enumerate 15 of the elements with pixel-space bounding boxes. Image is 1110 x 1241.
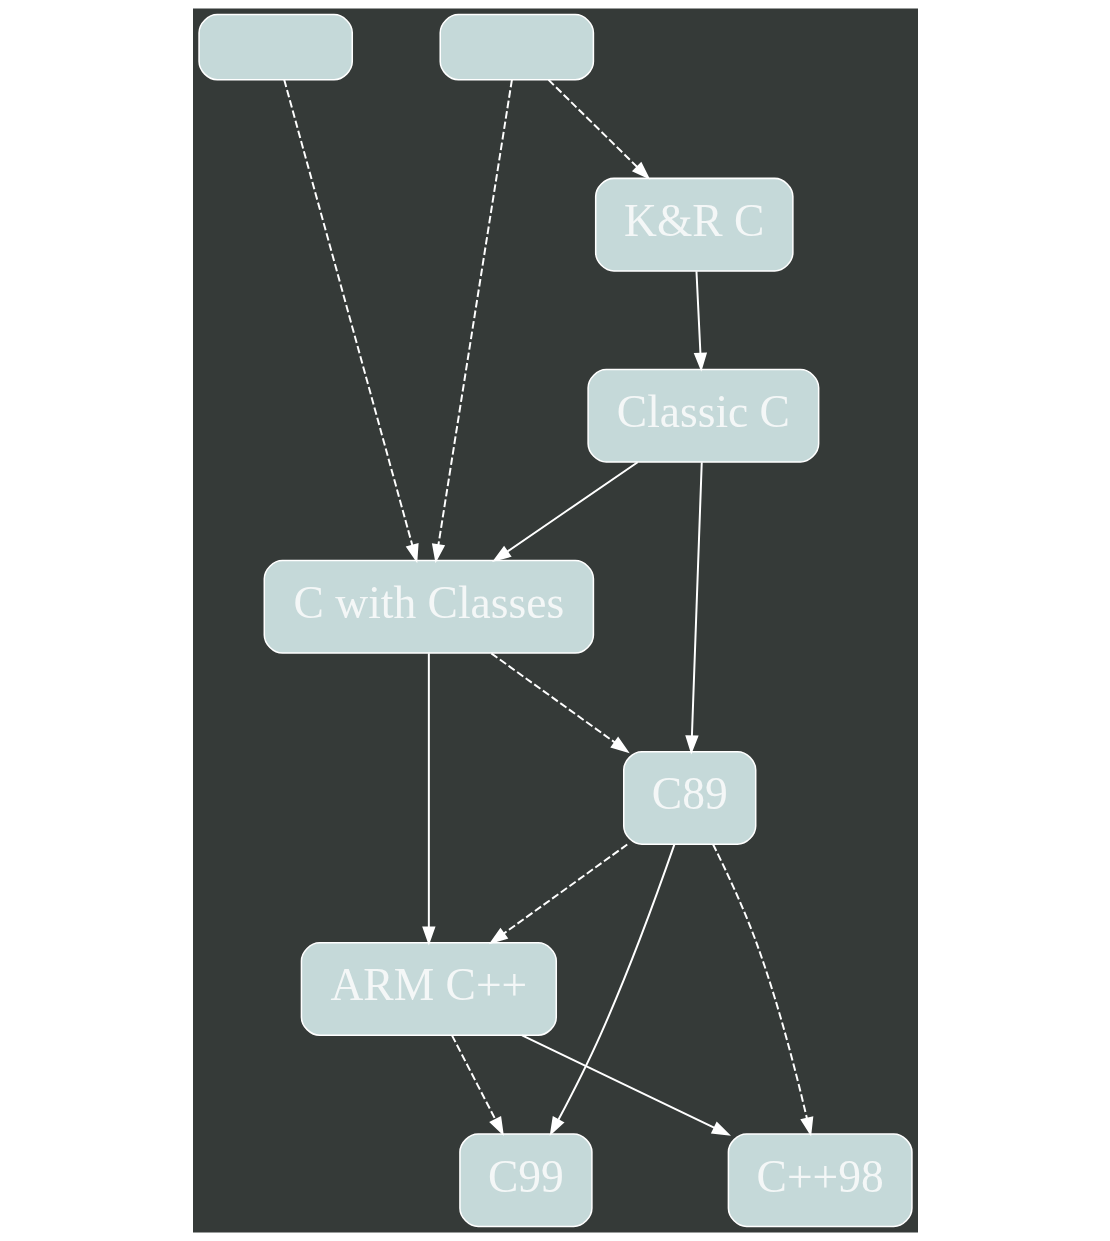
arrow <box>549 843 675 1137</box>
arrow <box>491 461 639 562</box>
arrow <box>489 652 630 754</box>
arrow <box>693 270 707 372</box>
arrow <box>450 1034 504 1136</box>
arrow <box>421 652 436 946</box>
node-box <box>197 13 353 81</box>
arrow <box>488 843 628 945</box>
arrow <box>431 78 513 564</box>
arrow <box>684 461 703 755</box>
node-box <box>438 13 594 81</box>
arrow <box>520 1034 731 1136</box>
arrow <box>711 843 813 1137</box>
arrow <box>547 78 650 180</box>
arrow <box>282 78 419 564</box>
